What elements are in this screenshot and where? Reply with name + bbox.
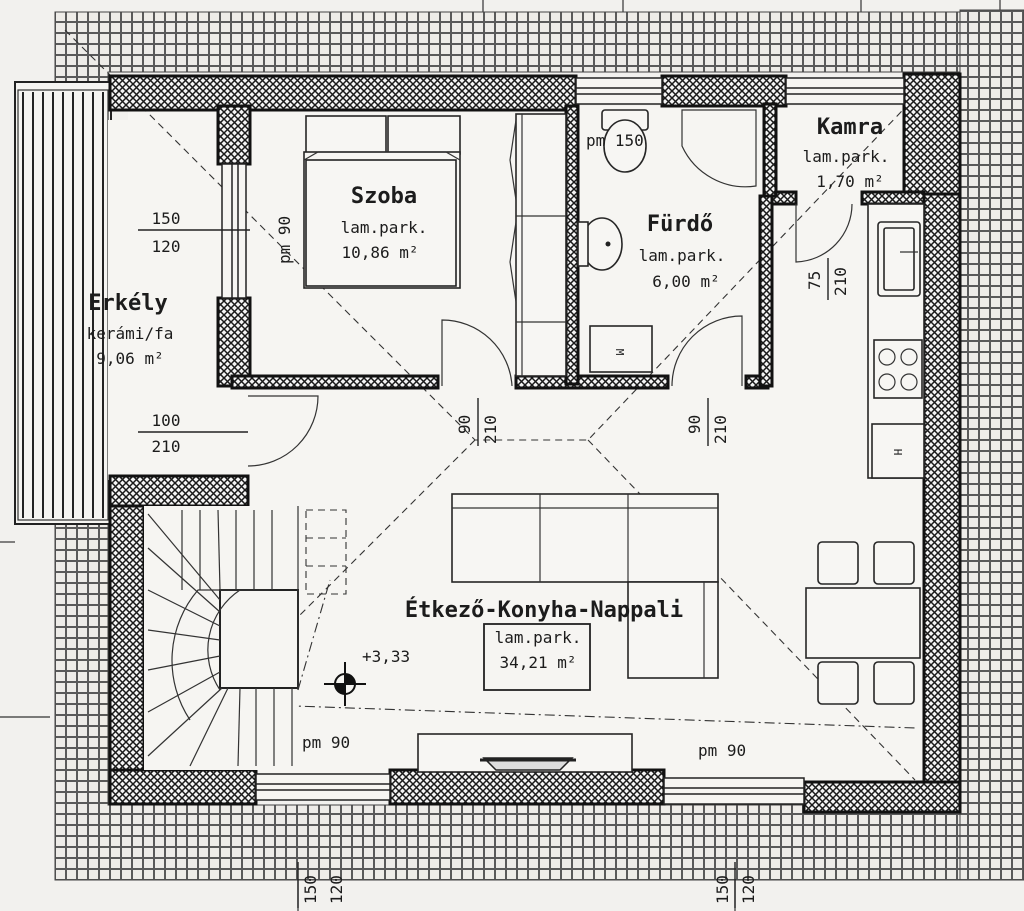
- kitchen-counter: [867, 203, 925, 479]
- dim-210-door: 210: [152, 437, 181, 456]
- dim-90-furdo-door: 90: [685, 415, 704, 434]
- dim-150-bottom-right: 150: [713, 875, 732, 904]
- furdo-floor: lam.park.: [639, 246, 726, 265]
- dim-75-kamra-door: 75: [805, 271, 824, 290]
- dim-210-szoba-door: 210: [481, 415, 500, 444]
- furdo-area: 6,00 m²: [652, 272, 719, 291]
- level-marker-icon: [324, 662, 366, 706]
- furdo-name: Fürdő: [647, 212, 713, 237]
- main-floor: lam.park.: [495, 628, 582, 647]
- dim-150-window: 150: [152, 209, 181, 228]
- szoba-area: 10,86 m²: [341, 243, 418, 262]
- pm-90-stairs-label: pm 90: [302, 733, 350, 752]
- erkely-area: 9,06 m²: [96, 349, 163, 368]
- room-label-kamra: Kamra lam.park. 1,70 m²: [803, 115, 890, 191]
- fridge: [871, 423, 925, 479]
- szoba-name: Szoba: [351, 184, 417, 209]
- room-label-szoba: Szoba lam.park. 10,86 m²: [341, 184, 428, 262]
- balcony-railing: [22, 92, 104, 518]
- level-label: +3,33: [362, 647, 410, 666]
- kamra-name: Kamra: [817, 115, 883, 140]
- sofa: [451, 493, 719, 679]
- pm-150-label: pm 150: [586, 131, 644, 150]
- kamra-floor: lam.park.: [803, 147, 890, 166]
- pm-90-szoba-label: pm 90: [275, 216, 294, 264]
- washer-letter: M: [613, 349, 626, 356]
- dim-120-window: 120: [152, 237, 181, 256]
- pm-90-window-label: pm 90: [698, 741, 746, 760]
- main-area-box: [483, 623, 591, 691]
- dim-210-furdo-door: 210: [711, 415, 730, 444]
- bedroom-furniture: [303, 113, 567, 377]
- dimension-lines: [138, 229, 829, 908]
- erkely-floor: kerámi/fa: [87, 324, 174, 343]
- room-label-furdo: Fürdő lam.park. 6,00 m²: [639, 212, 726, 291]
- tv-unit: [417, 733, 633, 773]
- washing-machine: [589, 325, 653, 373]
- szoba-floor: lam.park.: [341, 218, 428, 237]
- main-name: Étkező-Konyha-Nappali: [405, 597, 683, 623]
- dining-set: [805, 541, 921, 705]
- roof-tiles: [54, 9, 1024, 881]
- dim-90-szoba-door: 90: [455, 415, 474, 434]
- szoba-label-box: [305, 159, 457, 287]
- bathroom-fixtures: [577, 109, 653, 373]
- dim-120-bottom-right: 120: [739, 875, 758, 904]
- windows: [221, 77, 905, 805]
- dim-210-kamra-door: 210: [831, 267, 850, 296]
- stove: [873, 339, 923, 399]
- dim-120-bottom-left: 120: [327, 875, 346, 904]
- dim-150-bottom-left: 150: [301, 875, 320, 904]
- room-label-erkely: Erkély kerámi/fa 9,06 m²: [87, 291, 174, 368]
- room-label-main: Étkező-Konyha-Nappali lam.park. 34,21 m²: [405, 597, 683, 672]
- kamra-area: 1,70 m²: [816, 172, 883, 191]
- fridge-letter: H: [891, 449, 904, 456]
- door-swings: [247, 109, 853, 467]
- stair-dashed-extension: [305, 509, 347, 595]
- staircase: [144, 506, 347, 770]
- main-area: 34,21 m²: [499, 653, 576, 672]
- dim-100-door: 100: [152, 411, 181, 430]
- erkely-name: Erkély: [88, 291, 167, 316]
